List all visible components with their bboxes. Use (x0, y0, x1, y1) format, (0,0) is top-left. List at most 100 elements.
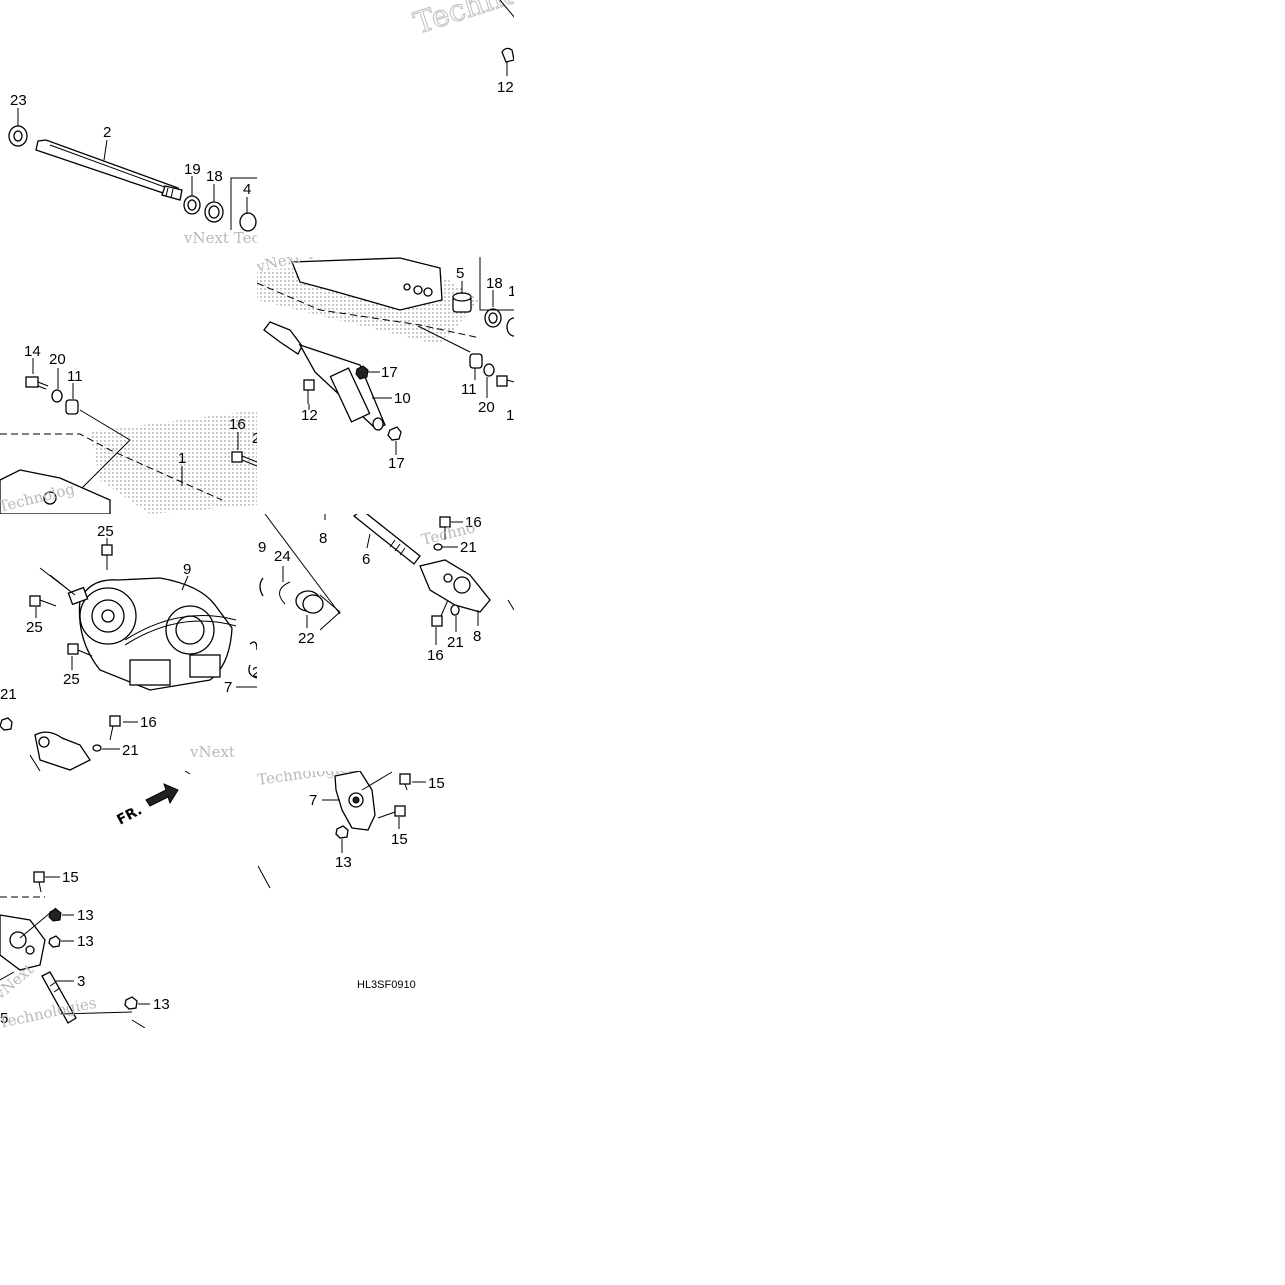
nut-part (355, 365, 369, 380)
nut-part (48, 935, 61, 948)
steering-shaft-part (35, 139, 183, 201)
callout-label: 21 (447, 634, 464, 651)
universal-joint-part (0, 914, 46, 971)
callout-label: 20 (478, 399, 495, 416)
callout-label: 12 (497, 79, 514, 96)
callout-label: 16 (465, 514, 482, 531)
callout-label: 15 (391, 831, 408, 848)
callout-label: 4 (243, 181, 251, 198)
callout-label: 17 (388, 455, 405, 472)
callout-label: 16 (427, 647, 444, 664)
universal-joint-part (334, 771, 376, 831)
watermark: Technologies (0, 994, 98, 1032)
collar-part (452, 292, 472, 313)
callout-label: 7 (224, 679, 232, 696)
tile-mount-left: 14 20 11 16 2 1 Technolog (0, 343, 260, 514)
callout-label: 24 (274, 548, 291, 565)
callout-label: 15 (62, 869, 79, 886)
callout-label: 16 (229, 416, 246, 433)
callout-label: 11 (67, 368, 83, 385)
callout-label: 14 (506, 407, 523, 424)
tile-eps-unit: 25 9 25 25 7 24 21 16 21 vNext (0, 523, 269, 771)
callout-label: 2 (103, 124, 111, 141)
callout-label: 20 (49, 351, 66, 368)
callout-label: 5 (0, 1010, 8, 1027)
callout-label: 8 (473, 628, 481, 645)
callout-label: 2 (252, 430, 260, 447)
eps-unit-part (67, 577, 237, 691)
callout-label: 25 (97, 523, 114, 540)
bolt-part (501, 47, 514, 63)
watermark: vNext (189, 743, 235, 761)
bolt-part (25, 376, 49, 390)
callout-label: 8 (319, 530, 327, 547)
bearing-part (204, 201, 224, 223)
callout-label: 24 (252, 664, 269, 681)
bolt-part (101, 544, 113, 570)
tile-lower-joint: FR. (0, 771, 191, 1032)
tile-steering-shaft: 23 2 19 18 4 vNext Tec (8, 92, 260, 247)
frame-part (291, 257, 443, 311)
front-direction-label: FR. (114, 802, 144, 828)
bolt-part (231, 451, 257, 467)
callout-label: 23 (10, 92, 27, 109)
callout-label: 25 (26, 619, 43, 636)
callout-label: 18 (486, 275, 503, 292)
pinion-shaft-part (352, 514, 421, 565)
tile-upper-joint: Technologies 15 7 15 13 HL3SF0910 (257, 771, 445, 991)
collar-part (65, 399, 79, 415)
bolt-part (33, 871, 45, 893)
nut-part (335, 825, 349, 839)
oil-seal-part (8, 125, 28, 147)
callout-label: 25 (63, 671, 80, 688)
washer-part (51, 389, 63, 403)
callout-label: 7 (309, 792, 317, 809)
bolt-part (496, 375, 514, 387)
callout-label: 14 (24, 343, 41, 360)
bolt-part (399, 773, 411, 791)
callout-label: 3 (77, 973, 85, 990)
nut-part (124, 996, 138, 1010)
tile-lower-shaft: 8 16 21 9 24 6 22 16 21 8 Techno (258, 514, 514, 664)
bolt-part (431, 599, 449, 627)
bearing-part (484, 308, 502, 328)
callout-label: 10 (394, 390, 411, 407)
bolt-part (67, 643, 93, 657)
pinion-shaft-part (41, 971, 77, 1024)
callout-label: 9 (183, 561, 191, 578)
universal-joint-part (34, 731, 91, 771)
callout-label: 17 (381, 364, 398, 381)
snap-ring-part (279, 581, 291, 605)
tile-top-right: Techno 12 (409, 0, 524, 96)
callout-label: 13 (77, 933, 94, 950)
callout-label: 19 (184, 161, 201, 178)
callout-label: 21 (460, 539, 477, 556)
callout-label: 12 (301, 407, 318, 424)
callout-label: 13 (335, 854, 352, 871)
callout-label: 11 (461, 381, 477, 398)
frame-part (0, 469, 111, 514)
callout-label: 6 (362, 551, 370, 568)
callout-label: 9 (258, 539, 266, 556)
callout-label: 22 (298, 630, 315, 647)
collar-part (469, 353, 483, 369)
bolt-part (109, 715, 121, 741)
nut-part (48, 908, 62, 922)
callout-label: 15 (428, 775, 445, 792)
washer-part (483, 363, 495, 377)
bolt-part (439, 516, 451, 540)
watermark: Techno (410, 0, 524, 42)
nut-part (0, 717, 13, 731)
callout-label: 13 (77, 907, 94, 924)
bolt-part (377, 805, 406, 819)
nut-part (387, 426, 402, 441)
callout-label: 13 (153, 996, 170, 1013)
tile-damper: 5 18 1 17 12 10 11 20 14 17 vNext Te (257, 257, 523, 472)
callout-label: 1 (178, 450, 186, 467)
bushing-part (295, 590, 324, 614)
callout-label: 5 (456, 265, 464, 282)
callout-label: 18 (206, 168, 223, 185)
bolt-part (303, 379, 315, 404)
watermark: vNext Tec (183, 229, 260, 247)
